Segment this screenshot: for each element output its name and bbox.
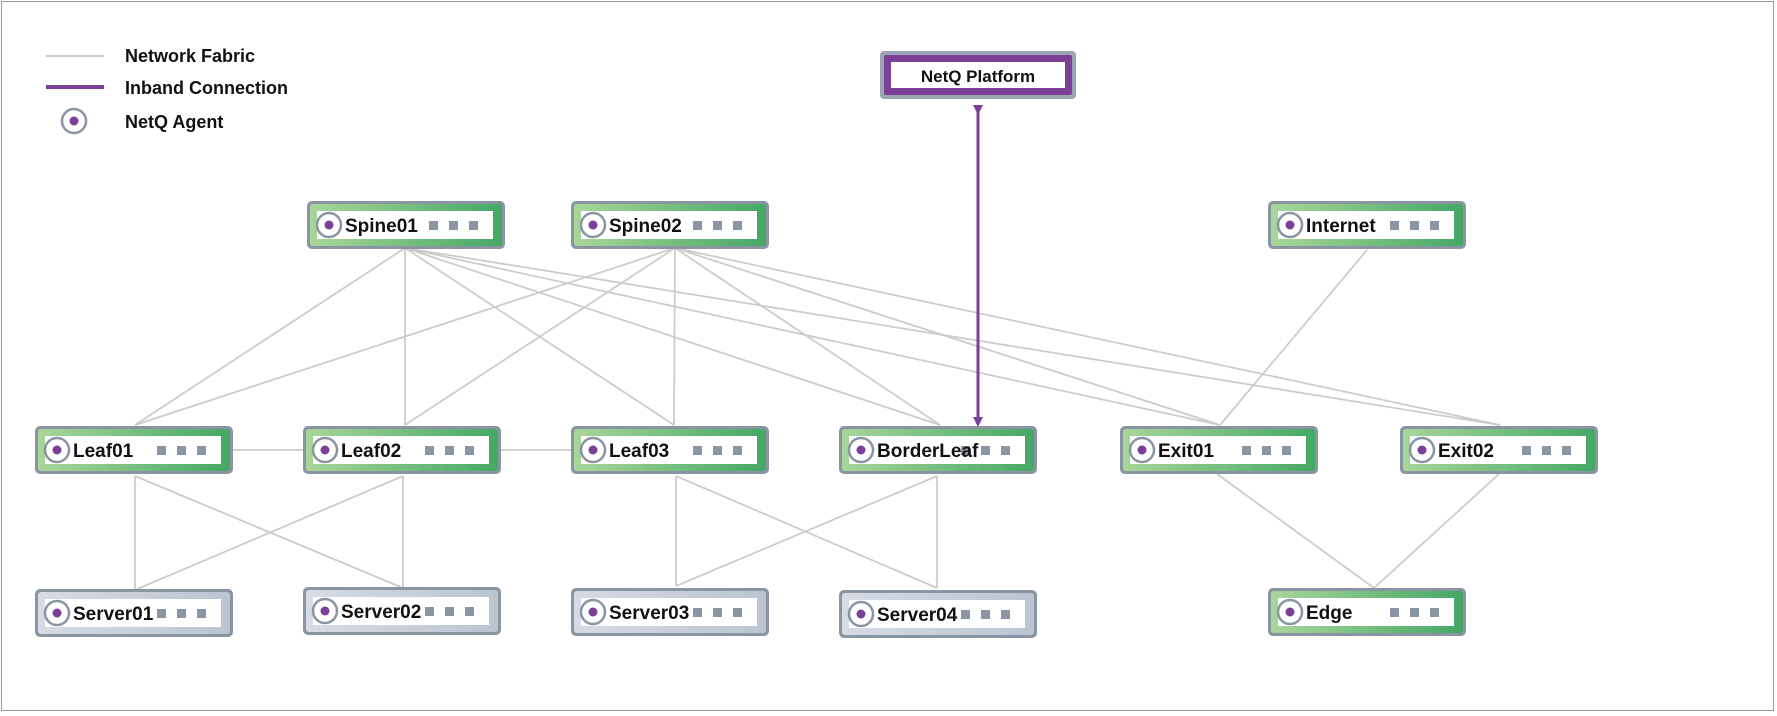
node-server04[interactable]: Server04 bbox=[839, 590, 1037, 638]
port-dots-icon bbox=[961, 610, 1010, 619]
node-label: Internet bbox=[1306, 216, 1376, 237]
node-label: Exit02 bbox=[1438, 441, 1494, 462]
node-spine02[interactable]: Spine02 bbox=[571, 201, 769, 249]
node-label: Edge bbox=[1306, 603, 1352, 624]
port-dots-icon bbox=[157, 446, 206, 455]
node-edge[interactable]: Edge bbox=[1268, 588, 1466, 636]
link-spine01-exit02 bbox=[404, 247, 1501, 426]
node-server01[interactable]: Server01 bbox=[35, 589, 233, 637]
port-dots-icon bbox=[1390, 608, 1439, 617]
port-dots-icon bbox=[429, 221, 478, 230]
port-dots-icon bbox=[1522, 446, 1571, 455]
agent-dot-icon bbox=[847, 436, 875, 464]
link-borderleaf-server03 bbox=[675, 475, 938, 587]
fabric-links bbox=[134, 247, 1501, 591]
agent-dot-icon bbox=[315, 211, 343, 239]
agent-dot-icon bbox=[847, 600, 875, 628]
agent-dot-icon bbox=[1408, 436, 1436, 464]
port-dots-icon bbox=[1242, 446, 1291, 455]
node-label: Server01 bbox=[73, 604, 154, 625]
legend-agent-label: NetQ Agent bbox=[125, 112, 223, 132]
port-dots-icon bbox=[693, 221, 742, 230]
node-leaf01[interactable]: Leaf01 bbox=[35, 426, 233, 474]
agent-dot-icon bbox=[1128, 436, 1156, 464]
port-dots-icon bbox=[1390, 221, 1439, 230]
agent-dot-icon bbox=[1276, 598, 1304, 626]
port-dots-icon bbox=[157, 609, 206, 618]
node-borderleaf[interactable]: BorderLeaf bbox=[839, 426, 1037, 474]
link-spine02-borderleaf bbox=[674, 247, 941, 426]
link-spine01-exit01 bbox=[404, 247, 1221, 426]
link-leaf01-server02 bbox=[134, 475, 404, 589]
node-leaf02[interactable]: Leaf02 bbox=[303, 426, 501, 474]
agent-dot-icon bbox=[43, 436, 71, 464]
agent-dot-icon bbox=[1276, 211, 1304, 239]
link-exit01-edge bbox=[1216, 473, 1375, 589]
legend-fabric-label: Network Fabric bbox=[125, 46, 255, 66]
link-spine02-exit01 bbox=[674, 247, 1221, 426]
node-exit02[interactable]: Exit02 bbox=[1400, 426, 1598, 474]
node-label: Server02 bbox=[341, 602, 421, 623]
node-label: Server04 bbox=[877, 605, 958, 626]
port-dots-icon bbox=[425, 607, 474, 616]
node-exit01[interactable]: Exit01 bbox=[1120, 426, 1318, 474]
node-label: Spine01 bbox=[345, 216, 418, 237]
node-server03[interactable]: Server03 bbox=[571, 588, 769, 636]
agent-dot-icon bbox=[579, 436, 607, 464]
agent-dot-icon bbox=[579, 211, 607, 239]
link-leaf03-server04 bbox=[675, 475, 938, 589]
node-label: Spine02 bbox=[609, 216, 682, 237]
legend-inband-label: Inband Connection bbox=[125, 78, 288, 98]
node-label: BorderLeaf bbox=[877, 441, 979, 462]
port-dots-icon bbox=[693, 446, 742, 455]
link-leaf02-server01 bbox=[134, 475, 404, 591]
netq-platform-node[interactable]: NetQ Platform bbox=[880, 51, 1076, 99]
link-exit02-edge bbox=[1373, 473, 1500, 589]
node-server02[interactable]: Server02 bbox=[303, 587, 501, 635]
link-spine01-borderleaf bbox=[404, 247, 941, 426]
agent-dot-icon bbox=[311, 436, 339, 464]
link-internet-exit01 bbox=[1219, 249, 1368, 426]
legend: Network Fabric Inband Connection NetQ Ag… bbox=[46, 46, 288, 135]
node-label: Leaf02 bbox=[341, 441, 401, 462]
link-spine02-leaf02 bbox=[404, 247, 676, 426]
link-spine02-leaf03 bbox=[673, 247, 676, 426]
agent-dot-icon bbox=[311, 597, 339, 625]
port-dots-icon bbox=[425, 446, 474, 455]
node-label: Leaf03 bbox=[609, 441, 669, 462]
agent-dot-icon bbox=[60, 107, 88, 135]
node-internet[interactable]: Internet bbox=[1268, 201, 1466, 249]
node-label: Leaf01 bbox=[73, 441, 134, 462]
link-spine02-leaf01 bbox=[134, 247, 676, 426]
node-label: Server03 bbox=[609, 603, 689, 624]
agent-dot-icon bbox=[579, 598, 607, 626]
node-spine01[interactable]: Spine01 bbox=[307, 201, 505, 249]
agent-dot-icon bbox=[43, 599, 71, 627]
link-spine02-exit02 bbox=[674, 247, 1501, 426]
netq-platform-label: NetQ Platform bbox=[921, 67, 1035, 86]
node-label: Exit01 bbox=[1158, 441, 1214, 462]
node-leaf03[interactable]: Leaf03 bbox=[571, 426, 769, 474]
port-dots-icon bbox=[693, 608, 742, 617]
port-dots-icon bbox=[961, 446, 1010, 455]
link-spine01-leaf01 bbox=[134, 247, 406, 426]
